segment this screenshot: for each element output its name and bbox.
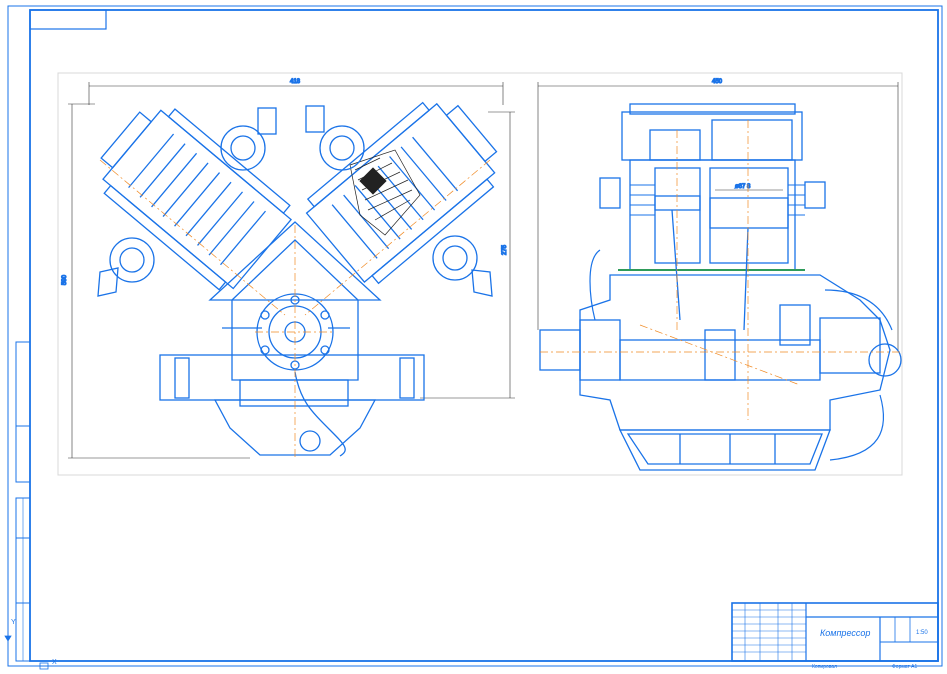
cyl-dim-label: ø67 8 [735,184,751,190]
center-lines-right [540,120,900,420]
center-lines-left [99,159,491,460]
sheet-frame [7,5,943,667]
cylinder-right [305,101,498,285]
compressor-side-section: 450 ø67 8 [537,78,902,471]
valve-covers-left [109,125,478,283]
cooling-fins [630,184,805,216]
drawing-scale: 1:50 [916,630,928,636]
dim-right: 275 [502,244,508,255]
axis-x-icon [39,662,54,670]
dim-top-left: 418 [290,79,301,85]
cylinder-left [100,108,292,291]
title-block [731,602,939,662]
dimension-lines-left [68,82,515,459]
axis-y-label: Y [11,619,16,626]
dim-left: 590 [62,274,68,285]
crankcase-front [159,221,425,456]
drawing-title: Компрессор [820,628,870,638]
axis-y-icon [4,618,12,642]
oil-pipe [294,371,346,457]
drawing-area [57,72,903,476]
fittings [97,105,493,297]
axis-x-label: X [52,659,57,666]
dim-top-right: 450 [712,79,723,85]
copied-label: Копировал [812,664,837,670]
compressor-front-view: 418 590 275 [61,78,515,460]
format-label: Формат А1 [892,664,917,670]
dimension-lines-right [537,82,899,350]
section-dark-block [359,167,387,195]
